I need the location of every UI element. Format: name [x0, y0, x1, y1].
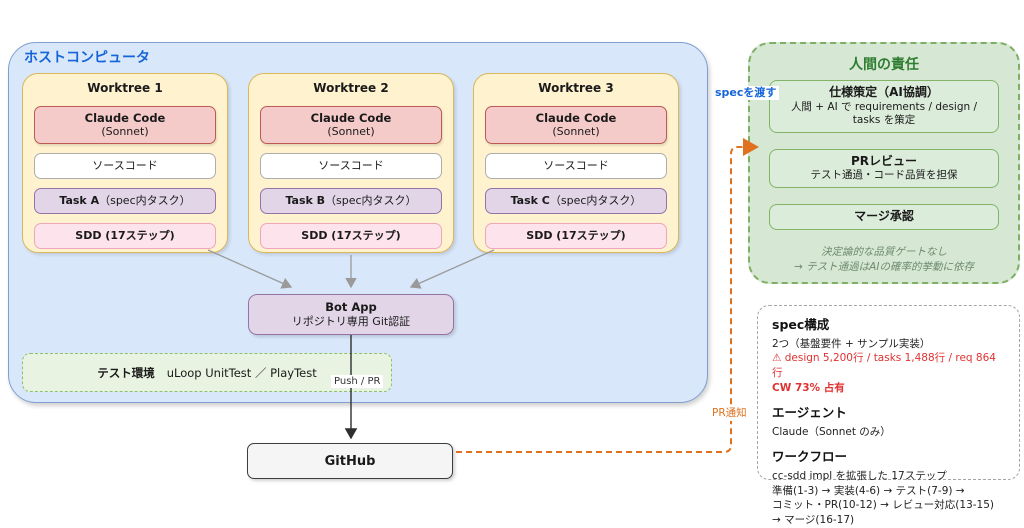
claude-code-label: Claude Code [310, 110, 392, 125]
worktree-2-sdd-box: SDD (17ステップ) [260, 223, 442, 249]
item-subtitle: 人間 + AI で requirements / design / tasks … [790, 100, 978, 127]
claude-code-label: Claude Code [535, 110, 617, 125]
source-code-label: ソースコード [92, 159, 158, 173]
worktree-1-source-code-box: ソースコード [34, 153, 216, 179]
claude-model-label: (Sonnet) [101, 125, 149, 139]
task-suffix: （spec内タスク） [549, 194, 642, 208]
worktree-2-task-box: Task B（spec内タスク） [260, 188, 442, 214]
item-subtitle: テスト通過・コード品質を担保 [810, 169, 958, 182]
item-title: マージ承認 [854, 209, 914, 224]
claude-model-label: (Sonnet) [552, 125, 600, 139]
pr-notify-label: PR通知 [709, 407, 750, 421]
test-environment-tools: uLoop UnitTest ／ PlayTest [166, 365, 317, 380]
worktree-1-task-box: Task A（spec内タスク） [34, 188, 216, 214]
claude-model-label: (Sonnet) [327, 125, 375, 139]
worktree-3-source-code-box: ソースコード [485, 153, 667, 179]
worktree-2-source-code-box: ソースコード [260, 153, 442, 179]
task-name: Task C [510, 194, 550, 208]
host-computer-title: ホストコンピュータ [24, 50, 150, 66]
worktree-3-claude-code-box: Claude Code (Sonnet) [485, 106, 667, 144]
worktree-1-box: Worktree 1 Claude Code (Sonnet) ソースコード T… [22, 73, 228, 253]
workflow-line-1: cc-sdd impl を拡張した 17ステップ [772, 469, 947, 482]
bot-app-subtitle: リポジトリ専用 Git認証 [291, 314, 411, 328]
human-responsibility-title: 人間の責任 [849, 57, 919, 73]
human-item-pr-review: PRレビュー テスト通過・コード品質を担保 [769, 148, 999, 189]
sdd-label: SDD (17ステップ) [301, 229, 401, 243]
note-line-2: → テスト通過はAIの確率的挙動に依存 [794, 261, 974, 274]
spec-cw-line: CW 73% 占有 [772, 381, 845, 394]
worktree-3-task-box: Task C（spec内タスク） [485, 188, 667, 214]
task-suffix: （spec内タスク） [325, 194, 417, 208]
sdd-label: SDD (17ステップ) [75, 229, 175, 243]
workflow-line-3: コミット・PR(10-12) → レビュー対応(13-15) → マージ(16-… [772, 499, 995, 526]
worktree-2-claude-code-box: Claude Code (Sonnet) [260, 106, 442, 144]
task-name: Task B [285, 194, 326, 208]
claude-code-label: Claude Code [84, 110, 166, 125]
task-label: Task C（spec内タスク） [511, 194, 642, 208]
worktree-3-sdd-box: SDD (17ステップ) [485, 223, 667, 249]
spec-composition-panel: spec構成 2つ（基盤要件 + サンプル実装） ⚠ design 5,200行… [757, 305, 1020, 526]
workflow-line-2: 準備(1-3) → 実装(4-6) → テスト(7-9) → [772, 484, 965, 497]
agent-heading: エージェント [772, 405, 847, 421]
worktree-1-claude-code-box: Claude Code (Sonnet) [34, 106, 216, 144]
test-environment-label: テスト環境 [97, 365, 155, 380]
worktree-2-box: Worktree 2 Claude Code (Sonnet) ソースコード T… [248, 73, 454, 253]
test-environment-box: テスト環境 uLoop UnitTest ／ PlayTest [22, 353, 392, 392]
worktree-2-title: Worktree 2 [313, 81, 389, 95]
sdd-label: SDD (17ステップ) [526, 229, 626, 243]
spec-heading: spec構成 [772, 317, 830, 332]
human-responsibility-panel: 人間の責任 仕様策定（AI協調） 人間 + AI で requirements … [748, 42, 1020, 284]
item-title: 仕様策定（AI協調） [829, 85, 939, 99]
bot-app-title: Bot App [325, 299, 377, 314]
workflow-heading: ワークフロー [772, 449, 848, 465]
spec-warning-line: ⚠ design 5,200行 / tasks 1,488行 / req 864… [772, 352, 996, 379]
worktree-1-sdd-box: SDD (17ステップ) [34, 223, 216, 249]
push-pr-label: Push / PR [331, 375, 384, 388]
task-suffix: （spec内タスク） [99, 194, 191, 208]
github-box: GitHub [247, 443, 453, 479]
task-label: Task B（spec内タスク） [285, 194, 416, 208]
agent-line: Claude（Sonnet のみ） [772, 425, 891, 438]
github-label: GitHub [324, 453, 376, 469]
worktree-1-title: Worktree 1 [87, 81, 163, 95]
spec-count-line: 2つ（基盤要件 + サンプル実装） [772, 337, 931, 350]
task-label: Task A（spec内タスク） [59, 194, 190, 208]
spec-handoff-label: specを渡す [712, 86, 780, 101]
note-line-1: 決定論的な品質ゲートなし [821, 246, 947, 259]
human-item-spec-definition: 仕様策定（AI協調） 人間 + AI で requirements / desi… [769, 80, 999, 133]
task-name: Task A [59, 194, 100, 208]
source-code-label: ソースコード [543, 159, 609, 173]
bot-app-box: Bot App リポジトリ専用 Git認証 [248, 294, 454, 335]
worktree-3-title: Worktree 3 [538, 81, 614, 95]
source-code-label: ソースコード [318, 159, 384, 173]
human-item-merge-approval: マージ承認 [769, 204, 999, 231]
item-title: PRレビュー [850, 153, 918, 168]
human-note: 決定論的な品質ゲートなし → テスト通過はAIの確率的挙動に依存 [769, 245, 999, 275]
worktree-3-box: Worktree 3 Claude Code (Sonnet) ソースコード T… [473, 73, 679, 253]
diagram-canvas: { "host": { "title": "ホストコンピュータ", "workt… [8, 42, 1020, 526]
